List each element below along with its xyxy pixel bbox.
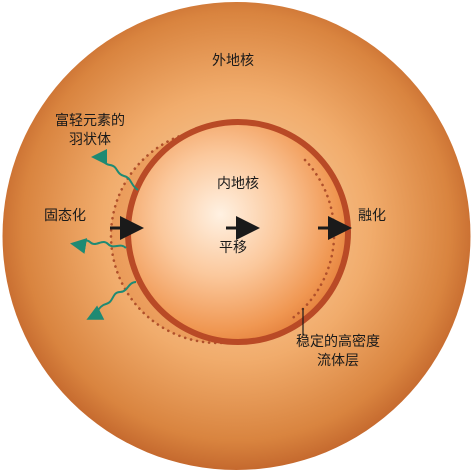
plume-arrow-lower	[86, 281, 137, 320]
stable-layer-boundary-inside	[288, 158, 336, 322]
plume-label-line1: 富轻元素的	[55, 113, 125, 129]
outer-core-label: 外地核	[212, 53, 254, 69]
plume-arrow-middle	[70, 238, 127, 254]
inner-core-label: 内地核	[217, 176, 259, 192]
translation-label: 平移	[219, 240, 247, 256]
solidification-label: 固态化	[44, 208, 86, 224]
plume-label-line2: 羽状体	[69, 132, 111, 148]
plume-arrow-upper	[91, 149, 139, 191]
melting-label: 融化	[358, 208, 386, 224]
stable-layer-label-line2: 流体层	[317, 353, 359, 369]
plume-label: 富轻元素的 羽状体	[55, 112, 125, 150]
stable-layer-label: 稳定的高密度 流体层	[296, 333, 380, 371]
stable-layer-label-line1: 稳定的高密度	[296, 334, 380, 350]
